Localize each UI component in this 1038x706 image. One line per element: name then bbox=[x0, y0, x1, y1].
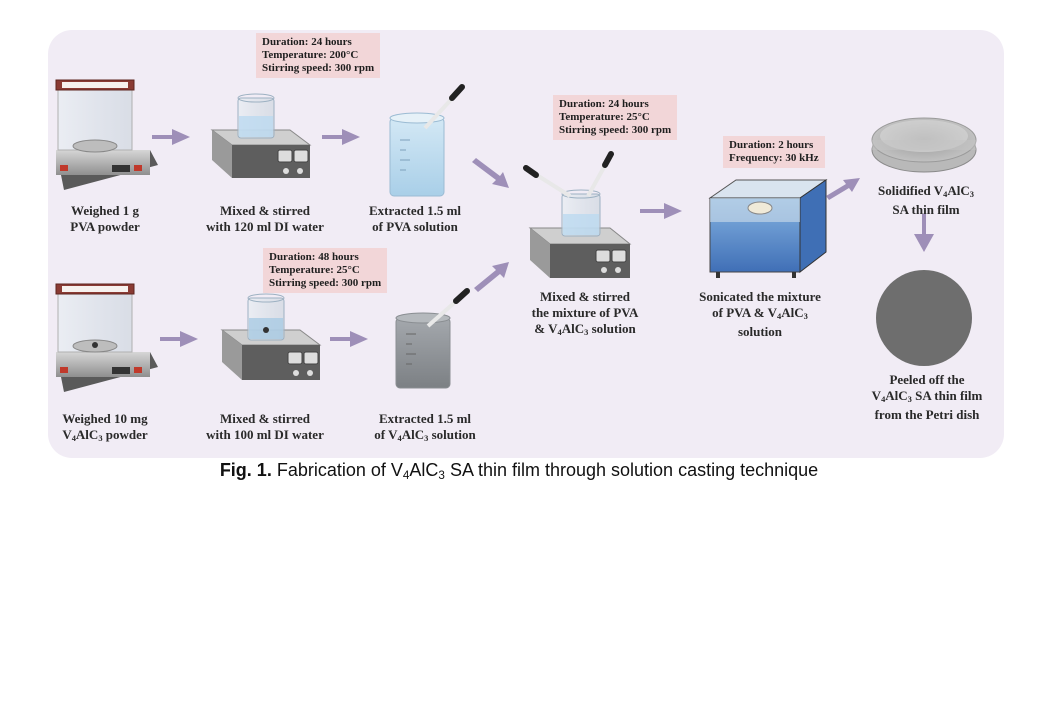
arrow-icon bbox=[474, 262, 509, 292]
duration-text: Duration: 24 hours bbox=[559, 98, 649, 110]
label-sonicate: Sonicated the mixture of PVA & V4AlC3 so… bbox=[699, 289, 821, 340]
stirrer-pva-icon bbox=[210, 93, 312, 178]
arrow-icon bbox=[322, 129, 360, 145]
diagram-panel bbox=[48, 30, 1004, 458]
conditions-sonication: Duration: 2 hours Frequency: 30 kHz bbox=[723, 136, 825, 168]
beaker-v4alc3-solution-icon bbox=[395, 288, 470, 389]
label-peeled-film: Peeled off the V4AlC3 SA thin film from … bbox=[871, 372, 983, 423]
label-extract-v4alc3: Extracted 1.5 ml of V4AlC3 solution bbox=[374, 411, 476, 444]
arrow-icon bbox=[640, 203, 682, 219]
duration-text: Duration: 24 hours bbox=[262, 36, 352, 48]
ultrasonic-bath-icon bbox=[708, 179, 828, 278]
figure-label: Fig. 1. bbox=[219, 460, 272, 480]
label-weigh-v4alc3: Weighed 10 mg V4AlC3 powder bbox=[62, 411, 148, 444]
label-weigh-pva: Weighed 1 g PVA powder bbox=[70, 203, 140, 234]
speed-text: Stirring speed: 300 rpm bbox=[262, 62, 375, 74]
duration-text: Duration: 48 hours bbox=[269, 251, 359, 263]
speed-text: Stirring speed: 300 rpm bbox=[559, 124, 672, 136]
arrow-icon bbox=[330, 331, 368, 347]
duration-text: Duration: 2 hours bbox=[729, 139, 814, 151]
label-extract-pva: Extracted 1.5 ml of PVA solution bbox=[368, 203, 462, 234]
label-mix-both: Mixed & stirred the mixture of PVA & V4A… bbox=[531, 289, 639, 338]
frequency-text: Frequency: 30 kHz bbox=[729, 152, 819, 164]
peeled-film-icon bbox=[876, 270, 972, 366]
beaker-pva-solution-icon bbox=[389, 84, 465, 197]
arrow-icon bbox=[160, 331, 198, 347]
figure-caption: Fig. 1. Fabrication of V4AlC3 SA thin fi… bbox=[219, 460, 819, 482]
temperature-text: Temperature: 200°C bbox=[262, 49, 359, 61]
arrow-icon bbox=[152, 129, 190, 145]
label-solidified-film: Solidified V4AlC3 SA thin film bbox=[878, 183, 974, 218]
conditions-v4alc3-stirring: Duration: 48 hours Temperature: 25°C Sti… bbox=[263, 248, 388, 293]
temperature-text: Temperature: 25°C bbox=[559, 111, 650, 123]
temperature-text: Temperature: 25°C bbox=[269, 264, 360, 276]
label-mix-v4alc3: Mixed & stirred with 100 ml DI water bbox=[206, 411, 324, 442]
petri-dish-icon bbox=[871, 117, 977, 173]
conditions-pva-stirring: Duration: 24 hours Temperature: 200°C St… bbox=[256, 33, 381, 78]
conditions-mixture-stirring: Duration: 24 hours Temperature: 25°C Sti… bbox=[553, 95, 678, 140]
balance-v4alc3-icon bbox=[55, 283, 158, 392]
label-mix-pva: Mixed & stirred with 120 ml DI water bbox=[206, 203, 324, 234]
stirrer-mixture-icon bbox=[523, 151, 632, 278]
flow-arrows bbox=[152, 129, 934, 347]
speed-text: Stirring speed: 300 rpm bbox=[269, 277, 382, 289]
arrow-icon bbox=[826, 178, 860, 200]
balance-pva-icon bbox=[55, 79, 158, 190]
arrow-icon bbox=[472, 158, 509, 188]
arrow-icon bbox=[914, 214, 934, 252]
stirrer-v4alc3-icon bbox=[220, 293, 322, 380]
